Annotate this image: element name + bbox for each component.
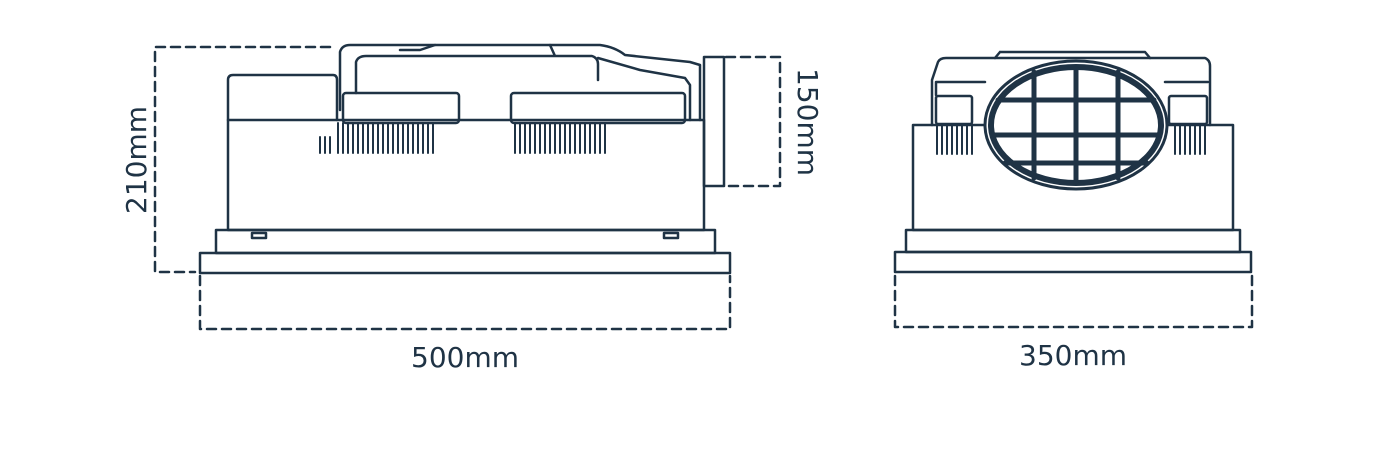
- side-fins-left: [319, 122, 434, 154]
- side-housing-shell: [226, 43, 702, 122]
- side-clip-right: [662, 231, 680, 240]
- side-view: [153, 43, 782, 331]
- side-housing-lid: [354, 43, 692, 122]
- outlet-height-label: 150mm: [791, 68, 824, 176]
- side-lower-trim: [214, 228, 717, 255]
- front-width-label: 350mm: [1019, 339, 1127, 372]
- side-height-label: 210mm: [120, 106, 153, 214]
- side-outlet-spigot: [702, 55, 726, 188]
- side-fin-block-right: [509, 91, 687, 125]
- front-fins-right: [1174, 123, 1206, 155]
- side-width-label: 500mm: [411, 341, 519, 374]
- side-fins-right: [514, 122, 606, 154]
- width-dimension-line: [198, 274, 732, 331]
- front-lower-trim: [904, 228, 1242, 254]
- front-housing-shell: [930, 56, 1212, 127]
- side-dimension-lines: [153, 45, 782, 331]
- front-housing-top-cap: [993, 50, 1152, 60]
- outlet-grille-bars: [989, 65, 1163, 185]
- front-view: [893, 50, 1254, 329]
- side-fin-block-left: [341, 91, 461, 125]
- front-fin-box-left: [934, 94, 974, 126]
- front-grille-plate: [893, 250, 1253, 274]
- side-main-body: [226, 118, 706, 232]
- front-width-dimension-line: [893, 274, 1254, 329]
- front-fin-box-right: [1167, 94, 1209, 126]
- front-housing-inner: [934, 80, 1210, 97]
- side-grille-plate: [198, 251, 732, 275]
- outlet-height-dimension-line: [724, 55, 782, 188]
- front-fins-left: [936, 123, 973, 155]
- side-clip-left: [250, 231, 268, 240]
- height-dimension-line: [153, 45, 332, 274]
